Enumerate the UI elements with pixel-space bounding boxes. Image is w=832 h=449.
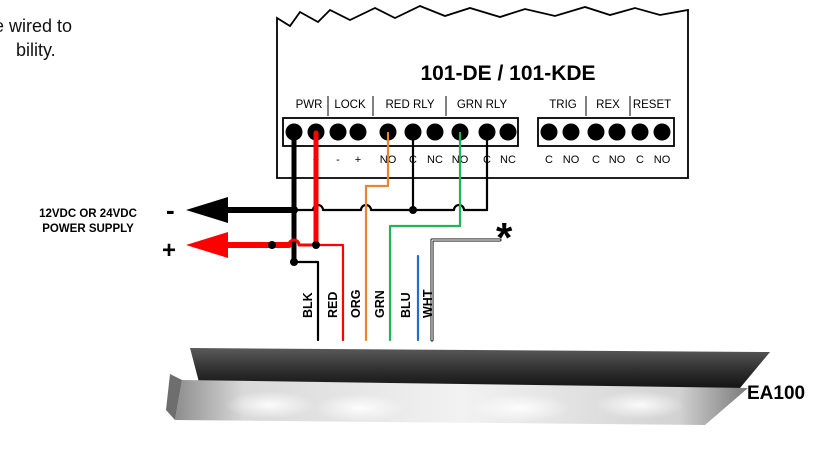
- wire-label-blu: BLU: [399, 292, 413, 318]
- terminal-screw: [653, 123, 671, 141]
- terminal-label: C: [636, 154, 644, 166]
- terminal-screw: [426, 123, 444, 141]
- ps-positive-arrow: [186, 232, 228, 258]
- wire-label-red: RED: [326, 292, 340, 318]
- terminal-screw: [608, 123, 626, 141]
- wire-label-blk: BLK: [301, 292, 315, 318]
- power-supply-label-line1: 12VDC OR 24VDC: [39, 208, 137, 220]
- common-bus: [292, 203, 489, 212]
- wire-label-wht: WHT: [421, 289, 435, 318]
- intro-text: be wired to bility.: [0, 14, 150, 62]
- junction-dots: [268, 206, 417, 266]
- group-dividers: [327, 96, 631, 116]
- minus-symbol: -: [166, 195, 175, 225]
- group-label-lock: LOCK: [334, 99, 366, 111]
- terminal-block-right: [537, 117, 675, 147]
- group-label-grn-rly: GRN RLY: [457, 99, 508, 111]
- terminal-label: C: [592, 154, 600, 166]
- terminal-label: -: [336, 154, 340, 166]
- wire-labels: BLK RED ORG GRN BLU WHT: [301, 289, 435, 318]
- group-label-reset: RESET: [633, 99, 671, 111]
- terminal-label: NC: [427, 154, 443, 166]
- red-lead: [314, 243, 345, 342]
- terminal-label: NO: [609, 154, 626, 166]
- power-supply-label-line2: POWER SUPPLY: [42, 223, 134, 235]
- terminal-label: C: [545, 154, 553, 166]
- terminal-label: NC: [500, 154, 516, 166]
- terminal-screw: [349, 123, 367, 141]
- plus-symbol: +: [162, 237, 176, 264]
- intro-line-1: be wired to: [0, 16, 73, 36]
- terminal-screw: [499, 123, 517, 141]
- wire-label-org: ORG: [349, 290, 363, 318]
- terminal-screw: [562, 123, 580, 141]
- controller-model: 101-DE / 101-KDE: [420, 62, 595, 85]
- ea100-device: [166, 348, 770, 425]
- terminal-screw: [587, 123, 605, 141]
- intro-line-2: bility.: [16, 40, 56, 60]
- device-label: EA100: [747, 383, 805, 404]
- group-label-rex: REX: [596, 99, 620, 111]
- controller-board: 101-DE / 101-KDE PWR LOCK RED RLY GRN RL…: [276, 5, 689, 179]
- grn-lead: [388, 131, 462, 342]
- group-label-red-rly: RED RLY: [386, 99, 435, 111]
- terminal-screw: [631, 123, 649, 141]
- terminal-screw: [540, 123, 558, 141]
- terminal-label: +: [355, 154, 361, 166]
- terminal-screw: [329, 123, 347, 141]
- ps-positive-hop: [287, 238, 318, 247]
- group-label-trig: TRIG: [549, 99, 577, 111]
- blk-lead: [292, 260, 320, 342]
- terminal-label: NO: [563, 154, 580, 166]
- wht-lead-outline: [430, 238, 502, 342]
- group-label-pwr: PWR: [296, 99, 323, 111]
- device-top-face: [190, 348, 770, 388]
- wht-lead-core: [431, 239, 501, 341]
- asterisk-note: *: [496, 214, 513, 261]
- wire-label-grn: GRN: [373, 290, 387, 318]
- device-front-face: [175, 380, 748, 425]
- ps-negative-arrow: [186, 197, 228, 223]
- wires: [225, 130, 502, 342]
- org-lead: [364, 131, 390, 342]
- terminal-label: NO: [654, 154, 671, 166]
